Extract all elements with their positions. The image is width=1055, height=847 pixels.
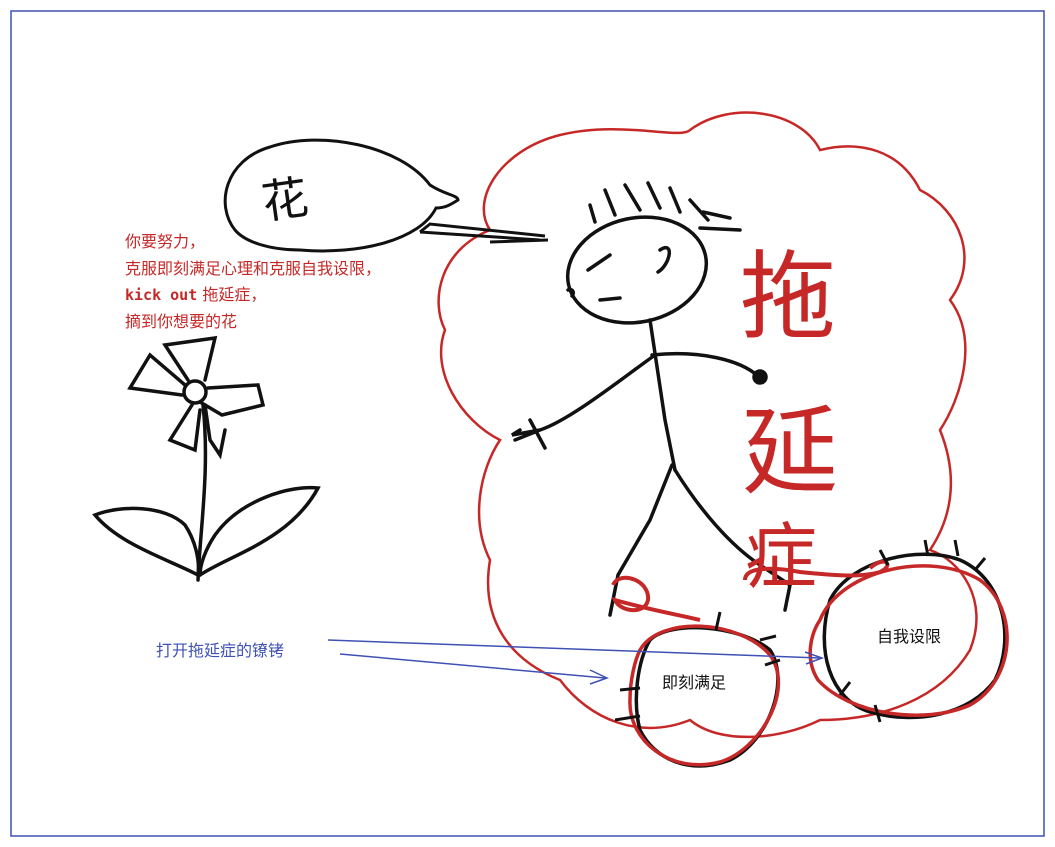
frame-border <box>10 10 1045 837</box>
note-line-3-en: kick out <box>125 286 198 304</box>
speech-bubble: 花 <box>223 138 549 253</box>
flower-drawing <box>92 335 321 582</box>
procrastination-char-3: 症 <box>745 515 817 599</box>
stick-figure <box>511 181 792 617</box>
procrastination-char-1: 拖 <box>740 241 836 353</box>
ball-selflimit-label: 自我设限 <box>877 627 942 646</box>
advice-note: 你要努力， 克服即刻满足心理和克服自我设限， kick out 拖延症， 摘到你… <box>125 229 381 335</box>
note-line-1: 你要努力， <box>125 232 206 251</box>
procrastination-char-2: 延 <box>742 396 838 508</box>
note-line-4: 摘到你想要的花 <box>125 311 238 331</box>
shackle-arrows <box>327 639 825 685</box>
note-line-2: 克服即刻满足心理和克服自我设限， <box>125 258 382 278</box>
note-line-3-zh: 拖延症， <box>197 285 267 304</box>
note-line-3: kick out 拖延症， <box>125 282 381 309</box>
shackle-label: 打开拖延症的镣铐 <box>156 641 285 660</box>
ball-instant-label: 即刻满足 <box>662 673 727 692</box>
procrastination-cloud <box>437 111 978 739</box>
bubble-flower-text: 花 <box>258 170 311 230</box>
ball-self-limiting <box>743 539 1009 723</box>
ball-instant-gratification <box>611 575 781 768</box>
